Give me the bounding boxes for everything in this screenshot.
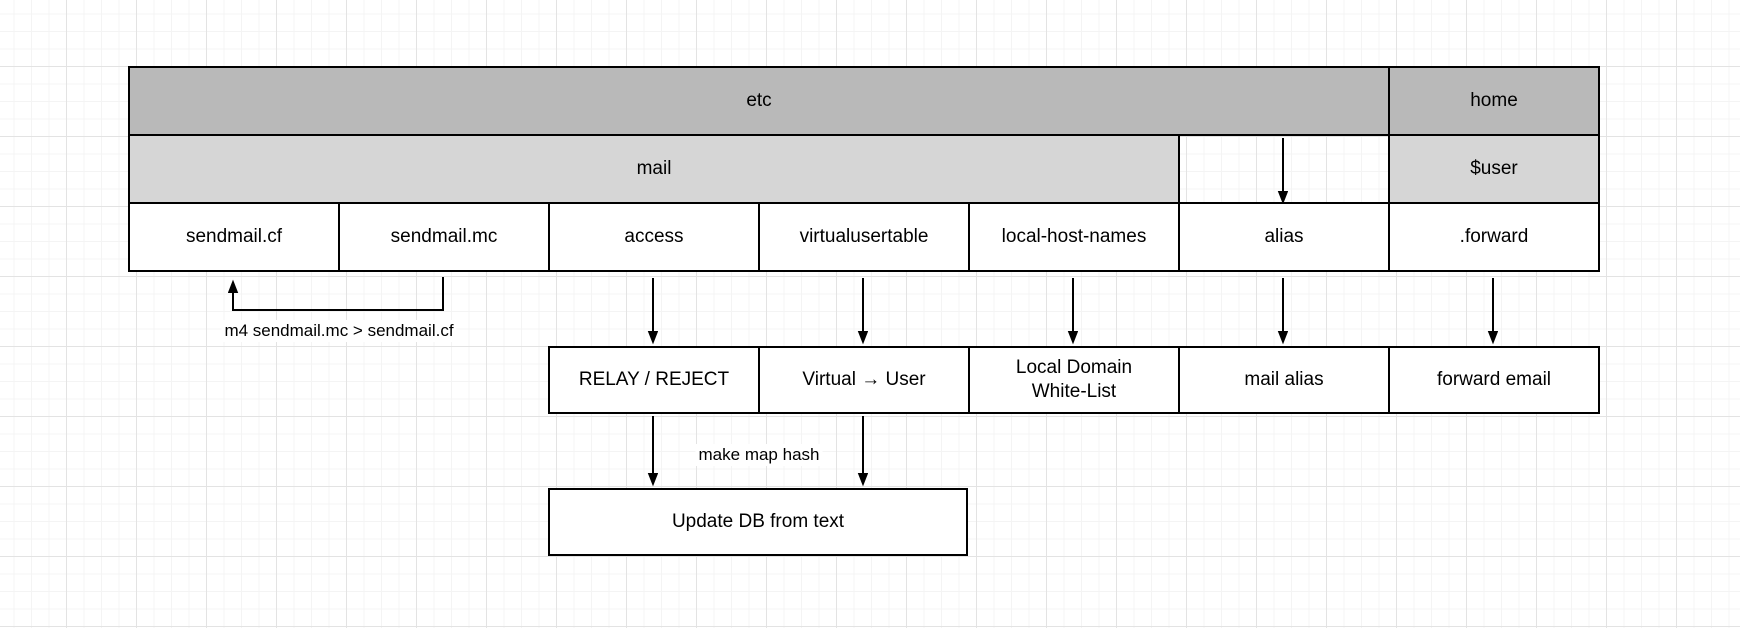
directory-tree-table: etc home mail $user sendmail.cf sendmail…	[128, 66, 1600, 272]
node-file-access[interactable]: access	[549, 203, 759, 271]
node-file-alias[interactable]: alias	[1179, 203, 1389, 271]
node-update-db[interactable]: Update DB from text	[548, 488, 968, 556]
node-role-relay-reject[interactable]: RELAY / REJECT	[549, 347, 759, 413]
node-file-virtualusertable[interactable]: virtualusertable	[759, 203, 969, 271]
arrow-sendmail-mc-to-sendmail-cf[interactable]	[233, 277, 444, 311]
node-role-local-domain-whitelist[interactable]: Local Domain White-List	[969, 347, 1179, 413]
node-dir-home[interactable]: home	[1389, 67, 1599, 135]
node-file-forward[interactable]: .forward	[1389, 203, 1599, 271]
node-file-sendmail-cf[interactable]: sendmail.cf	[129, 203, 339, 271]
node-dir-user[interactable]: $user	[1389, 135, 1599, 203]
gap-cell	[1179, 135, 1389, 203]
node-role-virtual-to-user[interactable]: Virtual → User	[759, 347, 969, 413]
node-file-sendmail-mc[interactable]: sendmail.mc	[339, 203, 549, 271]
function-box-row: RELAY / REJECT Virtual → User Local Doma…	[548, 346, 1600, 414]
edge-label-make-map-hash[interactable]: make map hash	[695, 444, 823, 466]
node-dir-etc[interactable]: etc	[129, 67, 1389, 135]
node-role-mail-alias[interactable]: mail alias	[1179, 347, 1389, 413]
edge-label-m4-command[interactable]: m4 sendmail.mc > sendmail.cf	[221, 320, 457, 342]
node-file-local-host-names[interactable]: local-host-names	[969, 203, 1179, 271]
node-role-forward-email[interactable]: forward email	[1389, 347, 1599, 413]
node-dir-mail[interactable]: mail	[129, 135, 1179, 203]
